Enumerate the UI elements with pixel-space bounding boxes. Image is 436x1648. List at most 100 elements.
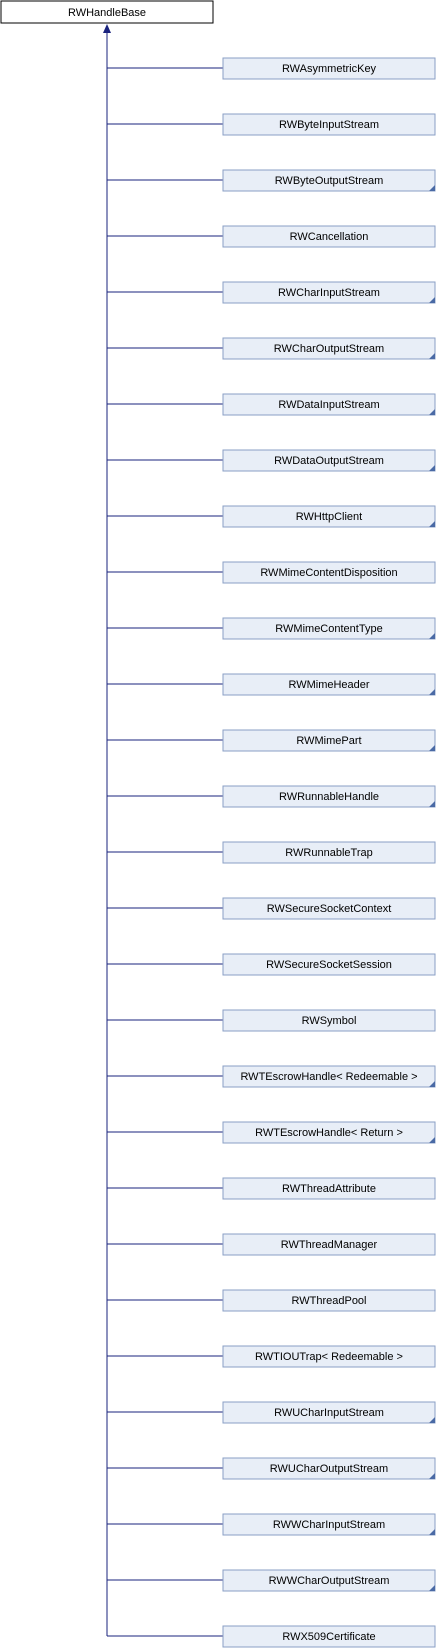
class-label: RWByteInputStream (279, 119, 379, 131)
derived-class-node[interactable]: RWTEscrowHandle< Redeemable > (222, 1065, 436, 1088)
derived-class-node[interactable]: RWMimePart (222, 729, 436, 752)
class-box (222, 337, 436, 360)
derived-class-node[interactable]: RWCharOutputStream (222, 337, 436, 360)
has-subclasses-icon (429, 745, 435, 751)
class-box (222, 1625, 436, 1648)
has-subclasses-icon (429, 409, 435, 415)
derived-class-node[interactable]: RWMimeHeader (222, 673, 436, 696)
base-class-node[interactable]: RWHandleBase (0, 0, 214, 24)
class-label: RWRunnableTrap (285, 847, 372, 859)
class-box (222, 1177, 436, 1200)
class-label: RWMimeContentType (275, 623, 382, 635)
class-label: RWCharOutputStream (274, 343, 384, 355)
class-box (222, 1289, 436, 1312)
derived-class-node[interactable]: RWCharInputStream (222, 281, 436, 304)
class-box (222, 1345, 436, 1368)
class-box (222, 953, 436, 976)
class-label: RWThreadPool (292, 1295, 367, 1307)
class-box (222, 1233, 436, 1256)
class-label: RWTEscrowHandle< Return > (255, 1127, 403, 1139)
class-box (222, 1569, 436, 1592)
has-subclasses-icon (429, 297, 435, 303)
derived-class-node[interactable]: RWCancellation (222, 225, 436, 248)
derived-class-node[interactable]: RWWCharOutputStream (222, 1569, 436, 1592)
derived-class-node[interactable]: RWByteOutputStream (222, 169, 436, 192)
has-subclasses-icon (429, 1529, 435, 1535)
has-subclasses-icon (429, 633, 435, 639)
class-box (222, 1513, 436, 1536)
class-label: RWHttpClient (296, 511, 362, 523)
class-box (222, 225, 436, 248)
class-box (222, 785, 436, 808)
class-label: RWDataInputStream (278, 399, 379, 411)
derived-class-nodes: RWAsymmetricKeyRWByteInputStreamRWByteOu… (222, 57, 436, 1648)
derived-class-node[interactable]: RWAsymmetricKey (222, 57, 436, 80)
derived-class-node[interactable]: RWTEscrowHandle< Return > (222, 1121, 436, 1144)
has-subclasses-icon (429, 465, 435, 471)
derived-class-node[interactable]: RWMimeContentType (222, 617, 436, 640)
derived-class-node[interactable]: RWDataInputStream (222, 393, 436, 416)
has-subclasses-icon (429, 1417, 435, 1423)
class-label: RWUCharOutputStream (270, 1463, 388, 1475)
class-box (222, 617, 436, 640)
derived-class-node[interactable]: RWByteInputStream (222, 113, 436, 136)
class-label: RWCharInputStream (278, 287, 380, 299)
derived-class-node[interactable]: RWUCharInputStream (222, 1401, 436, 1424)
class-box (222, 505, 436, 528)
derived-class-node[interactable]: RWRunnableTrap (222, 841, 436, 864)
class-box (222, 673, 436, 696)
class-box (222, 281, 436, 304)
class-label: RWWCharInputStream (273, 1519, 385, 1531)
derived-class-node[interactable]: RWHttpClient (222, 505, 436, 528)
derived-class-node[interactable]: RWTIOUTrap< Redeemable > (222, 1345, 436, 1368)
class-label: RWSymbol (302, 1015, 357, 1027)
class-label: RWRunnableHandle (279, 791, 379, 803)
class-label: RWByteOutputStream (275, 175, 384, 187)
inheritance-edges (103, 24, 223, 1637)
class-label: RWSecureSocketSession (266, 959, 392, 971)
class-label: RWUCharInputStream (274, 1407, 384, 1419)
derived-class-node[interactable]: RWWCharInputStream (222, 1513, 436, 1536)
class-box (222, 1121, 436, 1144)
class-box (222, 1065, 436, 1088)
derived-class-node[interactable]: RWThreadAttribute (222, 1177, 436, 1200)
base-class-label: RWHandleBase (68, 7, 146, 19)
derived-class-node[interactable]: RWSecureSocketContext (222, 897, 436, 920)
class-box (222, 57, 436, 80)
class-label: RWMimePart (296, 735, 361, 747)
class-box (222, 169, 436, 192)
derived-class-node[interactable]: RWMimeContentDisposition (222, 561, 436, 584)
class-label: RWTIOUTrap< Redeemable > (255, 1351, 403, 1363)
has-subclasses-icon (429, 185, 435, 191)
derived-class-node[interactable]: RWDataOutputStream (222, 449, 436, 472)
class-box (222, 897, 436, 920)
has-subclasses-icon (429, 1473, 435, 1479)
has-subclasses-icon (429, 521, 435, 527)
inheritance-arrowhead (103, 24, 111, 33)
derived-class-node[interactable]: RWRunnableHandle (222, 785, 436, 808)
class-box (222, 1457, 436, 1480)
derived-class-node[interactable]: RWX509Certificate (222, 1625, 436, 1648)
class-box (222, 1401, 436, 1424)
derived-class-node[interactable]: RWSymbol (222, 1009, 436, 1032)
derived-class-node[interactable]: RWThreadPool (222, 1289, 436, 1312)
has-subclasses-icon (429, 1585, 435, 1591)
class-label: RWSecureSocketContext (267, 903, 392, 915)
class-label: RWAsymmetricKey (282, 63, 377, 75)
has-subclasses-icon (429, 1137, 435, 1143)
class-box (222, 393, 436, 416)
has-subclasses-icon (429, 1081, 435, 1087)
has-subclasses-icon (429, 689, 435, 695)
derived-class-node[interactable]: RWSecureSocketSession (222, 953, 436, 976)
has-subclasses-icon (429, 801, 435, 807)
class-label: RWWCharOutputStream (269, 1575, 390, 1587)
has-subclasses-icon (429, 353, 435, 359)
class-label: RWMimeHeader (288, 679, 369, 691)
class-box (222, 449, 436, 472)
class-box (222, 113, 436, 136)
class-label: RWDataOutputStream (274, 455, 384, 467)
derived-class-node[interactable]: RWThreadManager (222, 1233, 436, 1256)
derived-class-node[interactable]: RWUCharOutputStream (222, 1457, 436, 1480)
class-label: RWTEscrowHandle< Redeemable > (240, 1071, 417, 1083)
